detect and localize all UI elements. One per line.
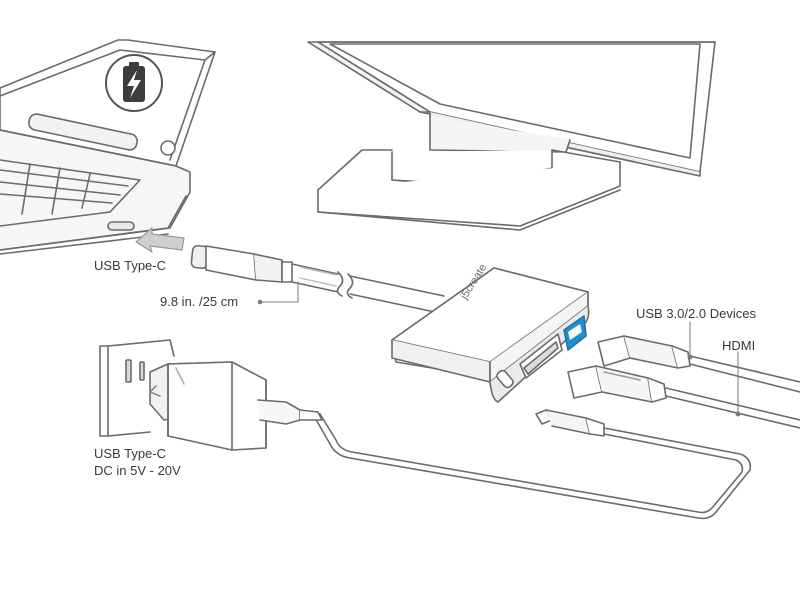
laptop: [0, 39, 216, 255]
label-laptop-port: USB Type-C: [94, 258, 167, 273]
hub-adapter: [391, 267, 590, 403]
wall-outlet: [99, 339, 175, 437]
label-power-in-line1: USB Type-C: [94, 446, 167, 461]
monitor: [307, 41, 716, 177]
power-charger: [149, 361, 323, 451]
micro-usb-plug: [313, 409, 752, 520]
monitor-stand: [317, 115, 621, 231]
arrow-left-icon: [135, 227, 185, 253]
usb-a-plug: [597, 335, 800, 393]
leader-lines: [257, 281, 741, 417]
label-usb-devices: USB 3.0/2.0 Devices: [636, 306, 756, 321]
usb-c-cable: [291, 263, 445, 315]
leader-cable-length: [259, 281, 299, 303]
charging-icon: [105, 54, 163, 112]
usb-c-plug: [190, 244, 293, 283]
label-power-in-line2: DC in 5V - 20V: [94, 463, 181, 478]
label-hdmi: HDMI: [722, 338, 756, 353]
hdmi-plug: [567, 365, 800, 429]
label-cable-length: 9.8 in. /25 cm: [160, 294, 239, 309]
